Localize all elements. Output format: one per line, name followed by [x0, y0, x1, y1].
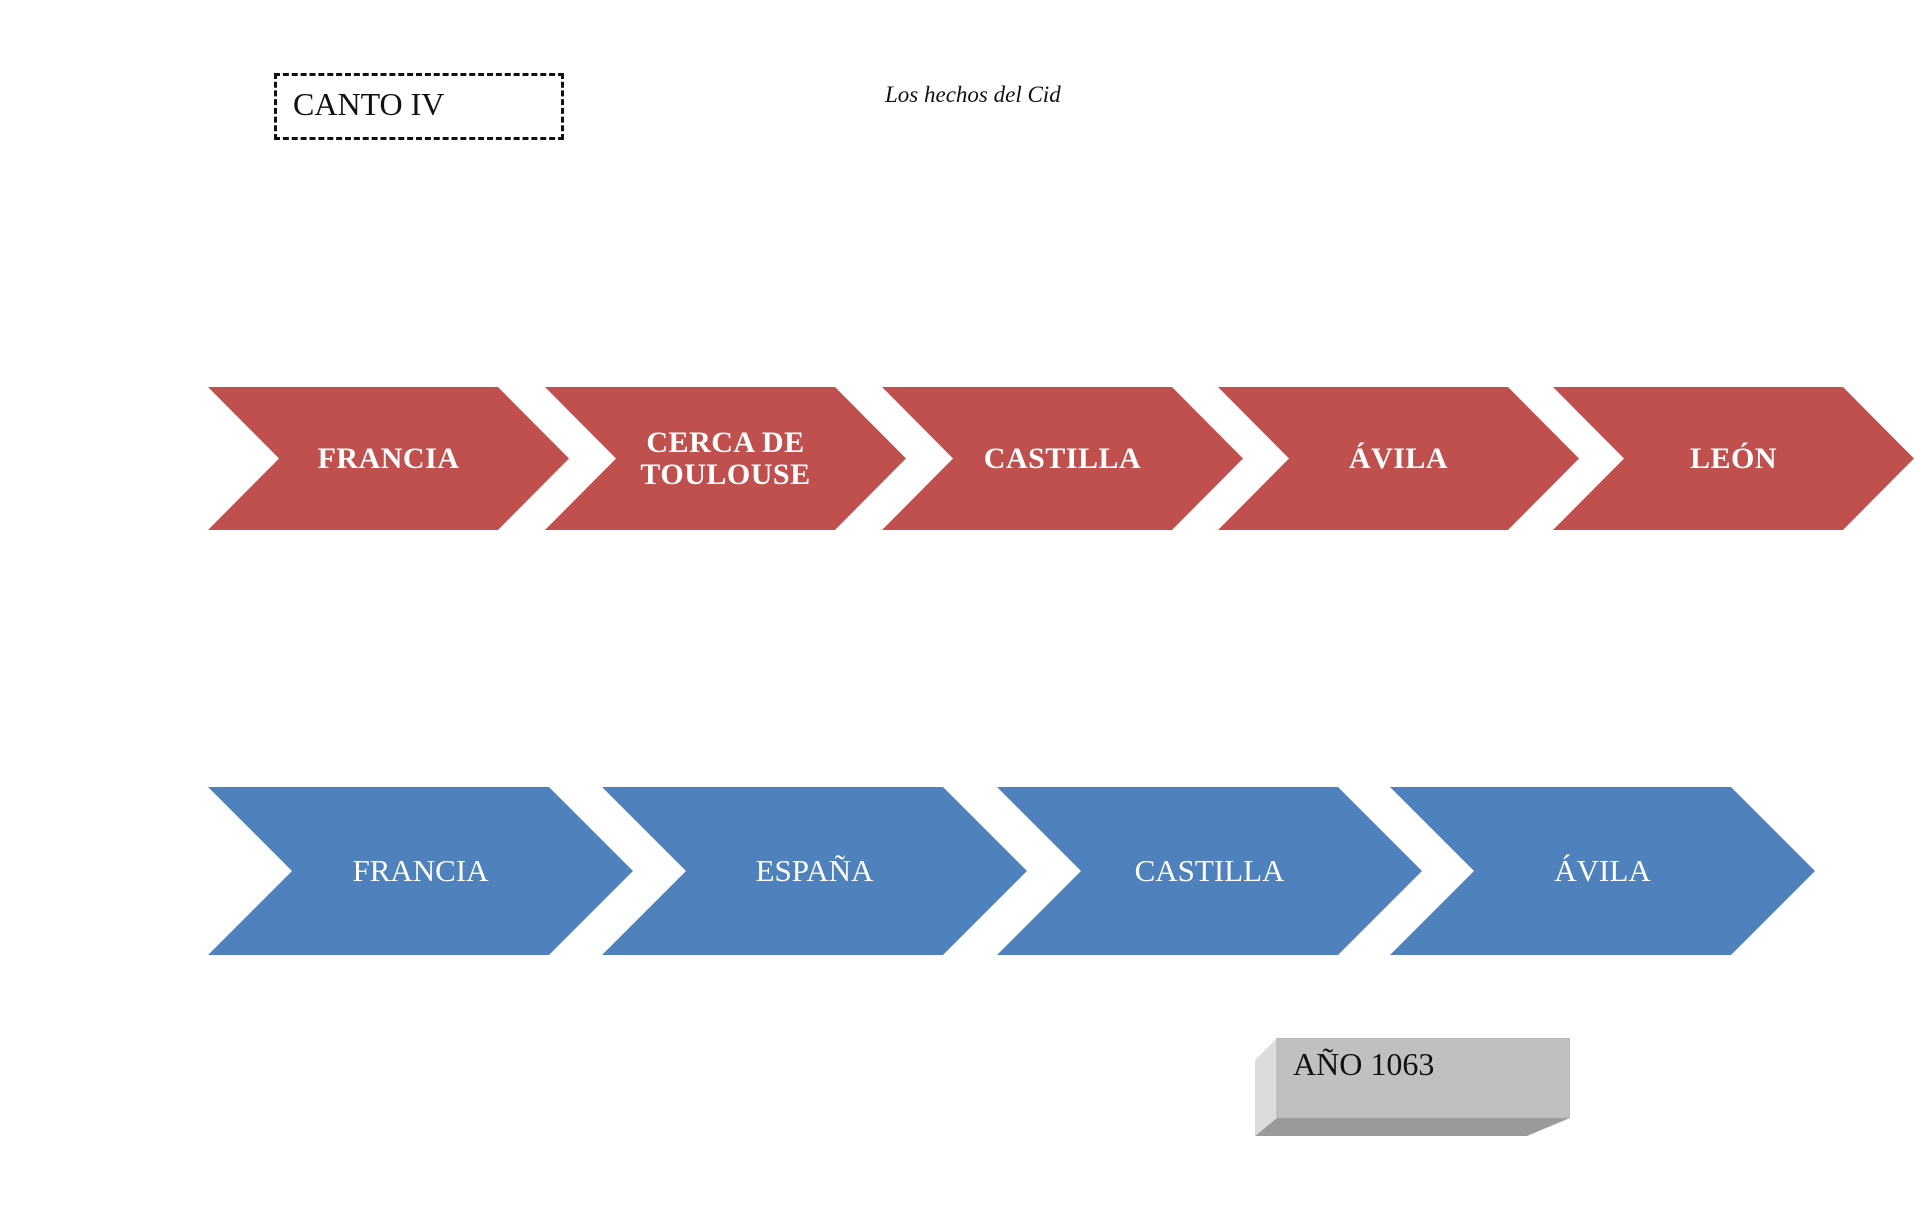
chevron-shape	[208, 387, 569, 530]
canto-label: CANTO IV	[293, 86, 445, 122]
canto-label-box: CANTO IV	[274, 73, 564, 140]
chevron-label: CASTILLA	[1134, 853, 1285, 888]
chevron-shape	[602, 787, 1027, 955]
chevron-label: CERCA DE TOULOUSE	[640, 425, 811, 491]
chevron-shapes	[208, 787, 1815, 955]
year-box-3d	[1255, 1038, 1570, 1136]
chevron-label: ÁVILA	[1348, 441, 1449, 475]
chevron-label: ESPAÑA	[755, 853, 874, 888]
chevron-label: ÁVILA	[1554, 853, 1651, 888]
chevron-shapes	[208, 387, 1914, 530]
chevron-shape	[1390, 787, 1815, 955]
chevron-label: FRANCIA	[352, 853, 489, 888]
document-title: Los hechos del Cid	[885, 82, 1061, 107]
chevron-label: CASTILLA	[983, 441, 1142, 475]
year-label: AÑO 1063	[1293, 1046, 1435, 1082]
chevron-label: FRANCIA	[317, 441, 460, 475]
chevron-shape	[1218, 387, 1579, 530]
chevron-label: LEÓN	[1689, 441, 1778, 475]
chevron-shape	[997, 787, 1422, 955]
chevron-shape	[1553, 387, 1914, 530]
chevron-shape	[545, 387, 906, 530]
chevron-shape	[882, 387, 1243, 530]
chevron-shape	[208, 787, 633, 955]
